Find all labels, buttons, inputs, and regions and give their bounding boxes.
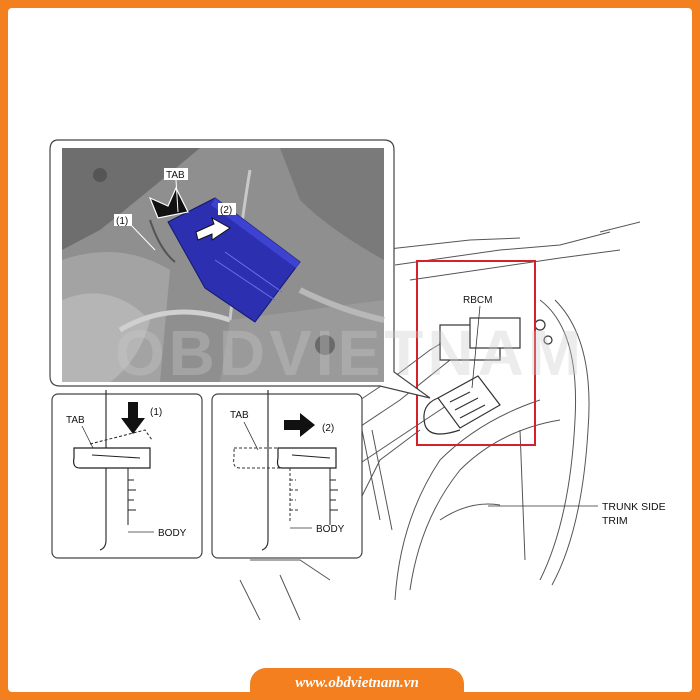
rbcm-label: RBCM [463, 295, 492, 306]
detail-panel-1: (1) TAB BODY [51, 390, 203, 559]
detail1-tab-label: TAB [66, 415, 85, 426]
footer-banner[interactable]: www.obdvietnam.vn [250, 668, 464, 700]
push-arrow-icon [148, 186, 189, 219]
trunk-side-trim-label-line2: TRIM [602, 515, 628, 527]
photo-step1-label: (1) [116, 216, 128, 227]
rbcm-highlight-box [416, 260, 536, 446]
detail2-step-label: (2) [322, 423, 334, 434]
detail2-body-label: BODY [316, 524, 345, 535]
slide-arrow-icon [195, 216, 231, 241]
trunk-side-trim-label-line1: TRUNK SIDE [602, 501, 666, 513]
footer-url[interactable]: www.obdvietnam.vn [295, 675, 419, 691]
detail1-body-label: BODY [158, 528, 187, 539]
detail1-step-label: (1) [150, 407, 162, 418]
rbcm-module [423, 317, 553, 435]
rbcm-leader [471, 305, 481, 389]
detail-panel-2: (2) TAB BODY [211, 390, 363, 559]
photo-step2-label: (2) [220, 205, 232, 216]
down-arrow-icon [121, 402, 145, 434]
detail2-tab-label: TAB [230, 410, 249, 421]
vehicle-drawing [239, 221, 641, 621]
photo-tab-label: TAB [166, 170, 185, 181]
photo-callout: TAB (1) (2) [49, 139, 431, 399]
right-arrow-icon [284, 413, 315, 437]
